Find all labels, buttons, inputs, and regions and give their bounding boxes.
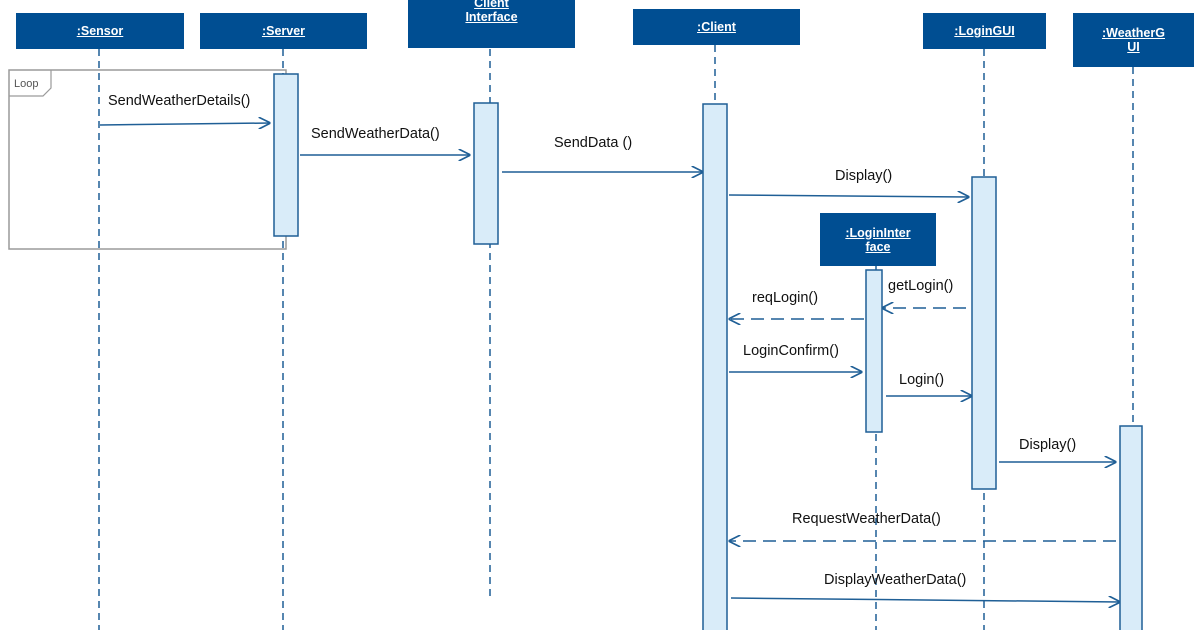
object-sensor: :Sensor <box>16 13 184 49</box>
activation-client <box>702 103 728 630</box>
message-get-login: getLogin() <box>888 278 954 294</box>
loop-label: Loop <box>14 78 39 90</box>
activation-weather-gui <box>1119 425 1143 630</box>
object-login-gui-label: :LoginGUI <box>954 24 1015 38</box>
message-display-login: Display() <box>835 168 893 184</box>
object-server: :Server <box>200 13 367 49</box>
message-send-weather-data: SendWeatherData() <box>311 126 440 142</box>
object-login-gui: :LoginGUI <box>923 13 1046 49</box>
object-client-interface-label: Client Interface <box>465 0 518 24</box>
arrow-display-weather-data <box>730 598 1120 602</box>
object-sensor-label: :Sensor <box>76 24 124 38</box>
message-req-login: reqLogin() <box>752 290 819 306</box>
object-login-interface-label: :LoginInter face <box>845 225 911 254</box>
object-client-interface: Client Interface <box>408 0 575 48</box>
activation-login-gui <box>971 176 997 490</box>
message-display-weather: Display() <box>1019 437 1077 453</box>
object-weather-gui: :WeatherG UI <box>1073 13 1194 67</box>
message-display-weather-data: DisplayWeatherData() <box>824 572 967 588</box>
arrow-display-login <box>728 195 969 197</box>
object-server-label: :Server <box>261 24 306 38</box>
activation-login-interface <box>865 269 883 433</box>
object-client-label: :Client <box>697 20 736 34</box>
activation-server <box>273 73 299 237</box>
message-send-data: SendData () <box>554 135 633 151</box>
object-client: :Client <box>633 9 800 45</box>
message-request-weather-data: RequestWeatherData() <box>792 511 941 527</box>
message-login-confirm: LoginConfirm() <box>743 343 839 359</box>
object-login-interface: :LoginInter face <box>820 213 936 266</box>
activation-client-interface <box>473 102 499 245</box>
message-send-weather-details: SendWeatherDetails() <box>108 93 251 109</box>
arrow-send-weather-details <box>99 123 270 125</box>
object-weather-gui-label: :WeatherG UI <box>1102 26 1165 54</box>
message-login: Login() <box>899 372 945 388</box>
